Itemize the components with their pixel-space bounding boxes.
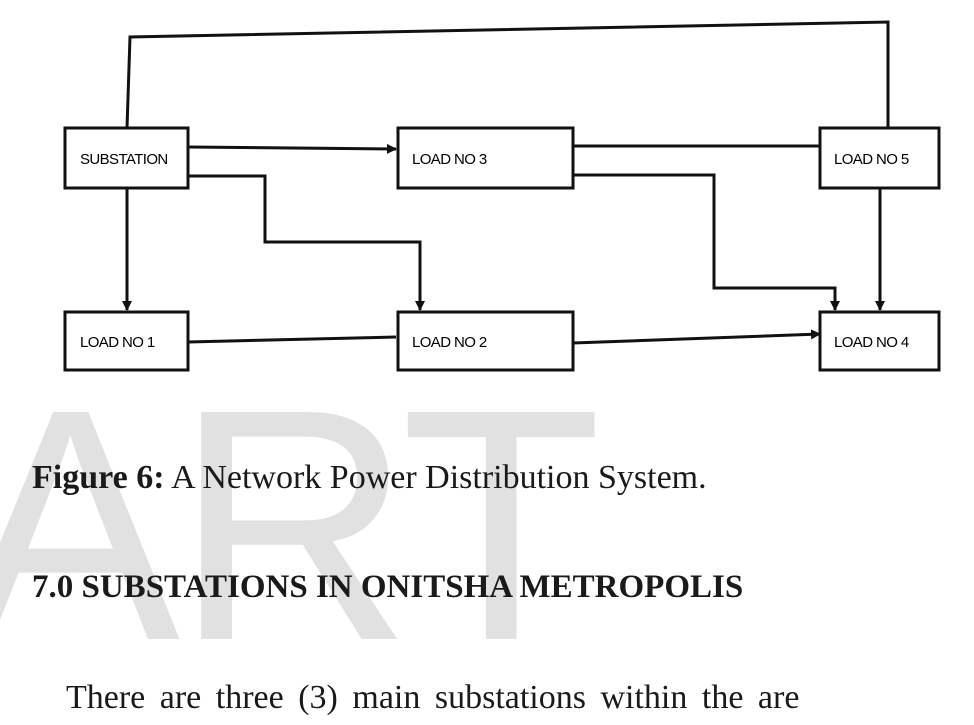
section-heading: 7.0 SUBSTATIONS IN ONITSHA METROPOLIS [32,569,744,605]
node-load1-label: LOAD NO 1 [80,334,155,351]
node-substation: SUBSTATION [63,126,190,190]
connector-load2-to-load4 [572,329,821,345]
connector-substation-to-load2 [188,174,425,311]
connector-load3-to-load4 [573,173,840,311]
node-load3-label: LOAD NO 3 [412,151,487,168]
figure-caption-text: A Network Power Distribution System. [164,459,707,496]
node-load2-label: LOAD NO 2 [412,334,487,351]
node-load5: LOAD NO 5 [818,126,941,190]
figure-number: Figure 6: [32,459,165,496]
figure-caption: Figure 6: A Network Power Distribution S… [32,458,707,498]
body-paragraph: There are three (3) main substations wit… [66,679,800,716]
watermark: ART [0,340,602,709]
connector-substation-to-load3 [187,143,397,154]
node-load3: LOAD NO 3 [396,126,575,190]
node-load4-label: LOAD NO 4 [834,334,909,351]
node-load4: LOAD NO 4 [818,310,941,372]
node-substation-label: SUBSTATION [80,151,168,168]
connector-substation-top-loop-load5 [125,20,890,129]
connector-load1-to-load2 [187,335,397,344]
node-load2: LOAD NO 2 [396,310,575,372]
network-diagram: SUBSTATION LOAD NO 3 LOAD NO 5 LOAD NO 1… [63,20,941,372]
node-load5-label: LOAD NO 5 [834,151,909,168]
node-load1: LOAD NO 1 [63,310,190,372]
